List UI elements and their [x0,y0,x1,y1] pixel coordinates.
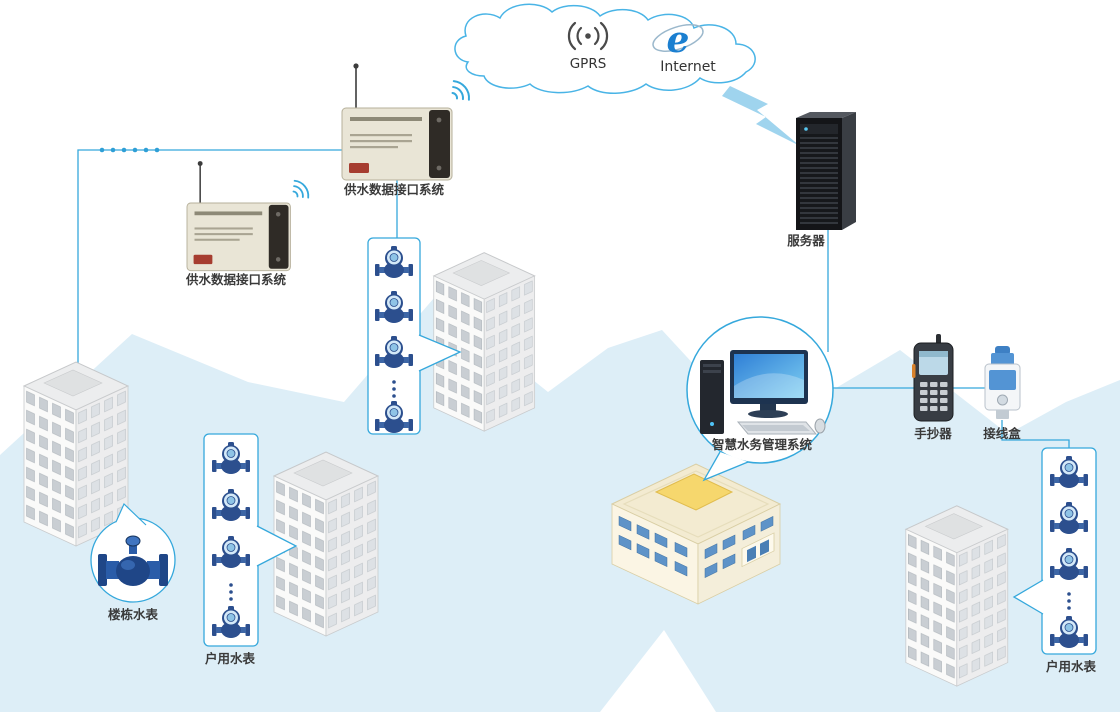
desktop-computer-icon [700,350,826,435]
handheld-reader-device [912,334,954,422]
management-label: 智慧水务管理系统 [711,437,813,452]
junction-box-device [984,346,1021,419]
household-right-label: 户用水表 [1046,659,1097,674]
interface-left-label: 供水数据接口系统 [185,272,287,287]
wifi-signal-icon [292,179,311,199]
building-top-middle [433,252,536,432]
connector-junction-to-meters [1001,420,1070,449]
interface-box [341,62,453,181]
svg-text:e: e [667,19,690,61]
server-tower [796,112,856,230]
more-meters-dots [392,380,396,398]
network-cloud: GPRS e Internet [454,3,756,94]
management-system-node: 智慧水务管理系统 [686,316,834,482]
data-interface-device-top [341,62,472,181]
junction-box-label: 接线盒 [983,426,1021,441]
school-building [610,463,782,605]
household-meter-panel-top [367,237,462,435]
internet-icon: e [652,19,704,61]
cloud-outline [454,3,756,94]
internet-label: Internet [660,59,716,75]
keypad [920,382,948,411]
household-meter-panel-right [1012,447,1097,655]
server-label: 服务器 [787,233,825,248]
gprs-label: GPRS [570,56,607,72]
handheld-label: 手抄器 [914,426,952,441]
data-interface-device-left [186,160,311,272]
lightning-bolt-icon [722,86,800,146]
more-meters-dots [229,583,233,601]
ellipsis-dots [99,147,160,153]
household-meter-panel-left [203,433,298,647]
household-left-label: 户用水表 [205,651,256,666]
gprs-signal-icon [567,21,609,51]
interface-box [186,160,292,272]
building-meter-node [90,502,176,603]
building-meter-label: 楼栋水表 [108,607,159,622]
wifi-signal-icon [451,80,472,101]
more-meters-dots [1067,592,1071,610]
connector-left-devices [77,149,342,392]
building-left [23,361,129,547]
building-right [905,505,1009,687]
interface-top-label: 供水数据接口系统 [343,182,445,197]
